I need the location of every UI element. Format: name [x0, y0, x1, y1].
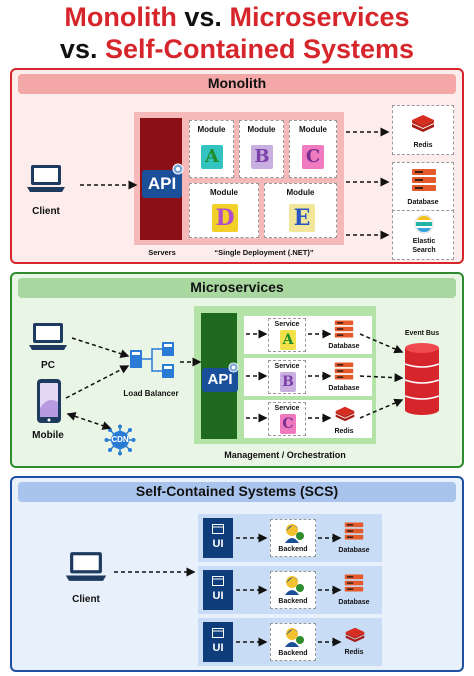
- scs-backend-1: Backend: [270, 519, 316, 557]
- module-a: Module A: [189, 120, 234, 178]
- backend-icon: [285, 628, 304, 647]
- scs-ui-2-label: UI: [212, 590, 224, 602]
- scs-header: Self-Contained Systems (SCS): [18, 482, 456, 502]
- scs-client-label: Client: [72, 594, 100, 605]
- title-monolith: Monolith: [64, 2, 177, 32]
- database-icon: [412, 169, 436, 191]
- pc-label: PC: [41, 360, 55, 371]
- database-icon: [344, 574, 364, 592]
- monolith-client-label: Client: [32, 206, 60, 217]
- gear-icon: [172, 163, 184, 175]
- micro-api-badge: API: [202, 368, 238, 392]
- module-e-letter: E: [289, 204, 315, 232]
- scs-ui-3-label: UI: [212, 642, 224, 654]
- monolith-store-redis: Redis: [392, 105, 454, 155]
- module-d: Module D: [189, 183, 259, 238]
- elastic-search-icon: [414, 214, 434, 234]
- ui-icon: [212, 524, 224, 534]
- module-a-letter: A: [201, 145, 223, 169]
- title-microservices: Microservices: [229, 2, 410, 32]
- service-a-label: Service: [274, 321, 300, 328]
- service-b: Service B: [268, 360, 306, 394]
- scs-ui-1-label: UI: [212, 538, 224, 550]
- database-icon: [334, 362, 354, 380]
- scs-store-2-label: Database: [338, 599, 370, 606]
- ui-icon: [212, 576, 224, 586]
- title-vs-1: vs.: [184, 2, 222, 32]
- load-balancer-label: Load Balancer: [123, 389, 179, 398]
- scs-store-1-label: Database: [338, 547, 370, 554]
- monolith-store-elastic: Elastic Search: [392, 210, 454, 260]
- service-c-store-label: Redis: [334, 428, 354, 435]
- database-label: Database: [407, 199, 439, 206]
- service-c-label: Service: [274, 405, 300, 412]
- service-b-letter: B: [280, 372, 296, 392]
- laptop-icon: [29, 323, 67, 350]
- module-e-label: Module: [286, 188, 315, 197]
- laptop-icon: [65, 552, 107, 581]
- ui-icon: [212, 628, 224, 638]
- backend-icon: [285, 576, 304, 595]
- monolith-store-database: Database: [392, 162, 454, 212]
- monolith-api-badge: API: [142, 170, 182, 198]
- database-icon: [334, 320, 354, 338]
- redis-icon: [412, 115, 434, 132]
- scs-backend-3: Backend: [270, 623, 316, 661]
- service-c-letter: C: [280, 414, 296, 434]
- gear-icon: [228, 362, 239, 373]
- module-a-label: Module: [197, 125, 226, 134]
- service-a-letter: A: [280, 330, 296, 350]
- scs-backend-1-label: Backend: [278, 546, 308, 553]
- laptop-icon: [27, 165, 65, 192]
- elastic-search-label: Elastic Search: [412, 238, 436, 254]
- mobile-icon: [37, 379, 61, 423]
- module-d-label: Module: [210, 188, 238, 197]
- module-b: Module B: [239, 120, 284, 178]
- management-label: Management / Orchestration: [224, 450, 346, 460]
- module-b-letter: B: [251, 145, 273, 169]
- scs-backend-2-label: Backend: [278, 598, 308, 605]
- scs-backend-3-label: Backend: [278, 650, 308, 657]
- load-balancer-icon: [130, 342, 174, 378]
- servers-label: Servers: [148, 248, 176, 257]
- database-icon: [344, 522, 364, 540]
- service-b-store-label: Database: [328, 385, 360, 392]
- scs-store-3-label: Redis: [344, 649, 364, 656]
- mobile-label: Mobile: [32, 430, 64, 441]
- title-scs: Self-Contained Systems: [104, 34, 415, 64]
- cdn-icon: [104, 424, 136, 456]
- title-vs-2: vs.: [59, 34, 98, 64]
- module-c-label: Module: [299, 125, 327, 134]
- page-title: Monolith vs. Microservices: [0, 2, 474, 32]
- event-bus-label: Event Bus: [404, 330, 440, 337]
- module-c-letter: C: [302, 145, 324, 169]
- monolith-header: Monolith: [18, 74, 456, 94]
- page-subtitle: vs. Self-Contained Systems: [0, 34, 474, 64]
- service-a-store-label: Database: [328, 343, 360, 350]
- module-d-letter: D: [212, 204, 238, 232]
- event-bus-icon: [404, 343, 440, 415]
- module-b-label: Module: [247, 125, 276, 134]
- redis-icon: [345, 627, 365, 643]
- scs-backend-2: Backend: [270, 571, 316, 609]
- service-b-label: Service: [274, 363, 300, 370]
- service-c: Service C: [268, 402, 306, 436]
- service-a: Service A: [268, 318, 306, 352]
- redis-label: Redis: [413, 142, 433, 149]
- redis-icon: [335, 406, 355, 422]
- module-e: Module E: [264, 183, 337, 238]
- backend-icon: [285, 524, 304, 543]
- cdn-label: CDN: [111, 435, 129, 444]
- deployment-label: “Single Deployment (.NET)”: [214, 248, 314, 257]
- microservices-header: Microservices: [18, 278, 456, 298]
- module-c: Module C: [289, 120, 337, 178]
